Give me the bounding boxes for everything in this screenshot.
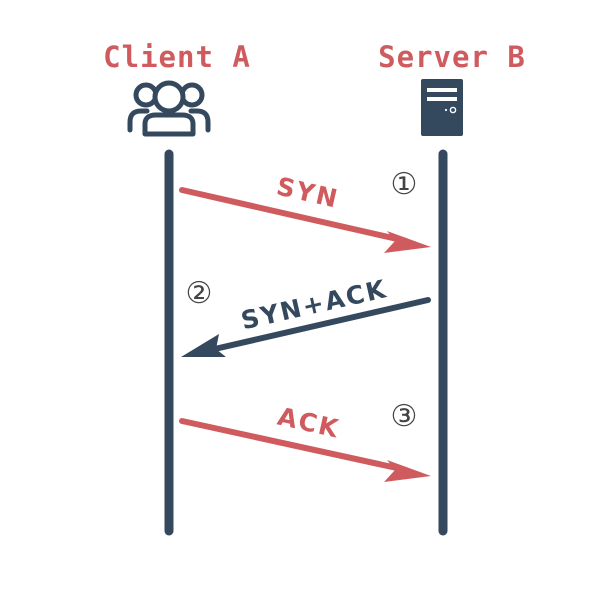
syn-label: SYN — [274, 172, 342, 214]
step-1-number: ① — [391, 167, 418, 202]
ack-label: ACK — [275, 402, 343, 444]
step-3-number: ③ — [391, 399, 418, 434]
syn-arrow — [179, 187, 409, 244]
syn-ack-arrow — [203, 297, 431, 354]
server-icon — [421, 79, 463, 136]
users-icon — [127, 80, 211, 137]
syn-arrowhead — [384, 231, 431, 253]
message-syn-ack: SYN+ACK ② — [181, 274, 431, 357]
client-label: Client A — [103, 40, 251, 74]
message-syn: SYN ① — [179, 167, 431, 253]
server-label: Server B — [378, 40, 526, 74]
message-ack: ACK ③ — [179, 399, 431, 482]
step-2-number: ② — [186, 276, 213, 311]
syn-ack-arrowhead — [181, 334, 226, 357]
ack-arrowhead — [384, 460, 431, 482]
ack-arrow — [179, 418, 409, 473]
